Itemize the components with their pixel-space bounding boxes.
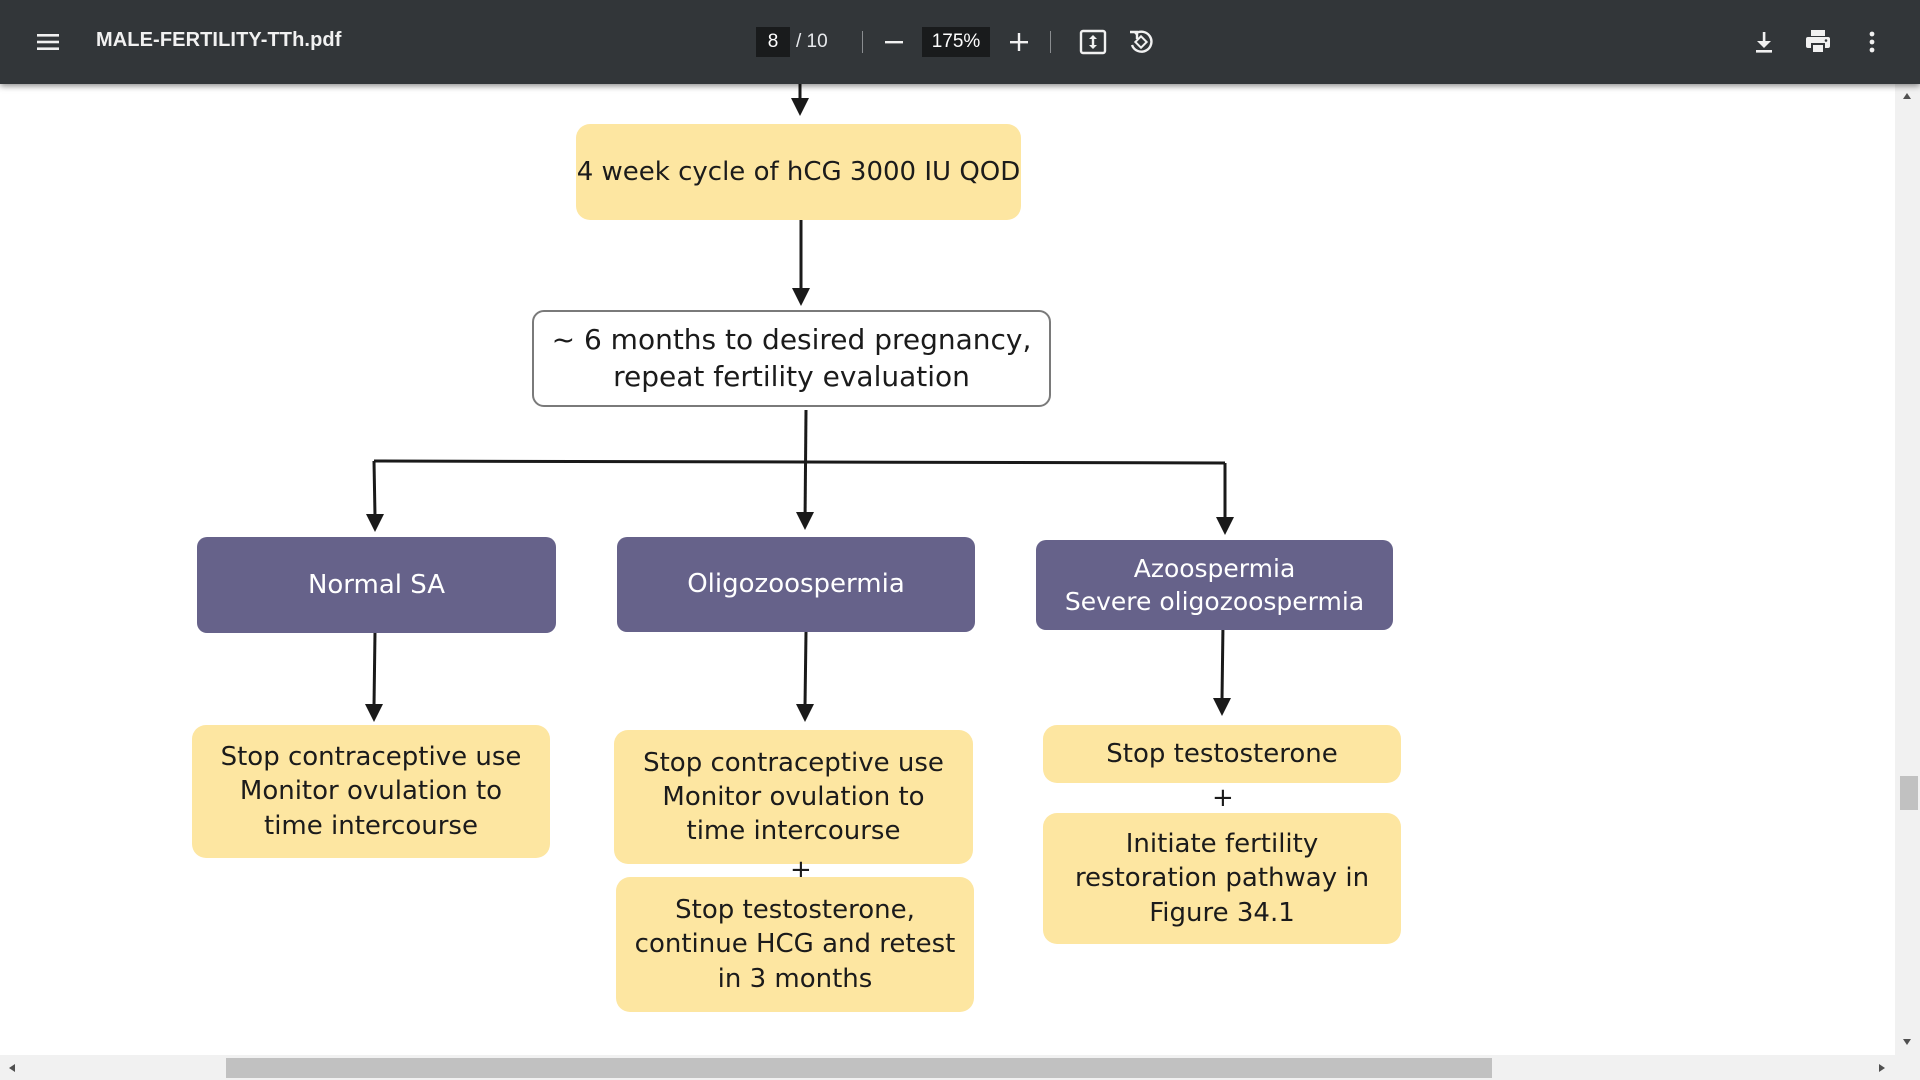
branch-normal-sa: Normal SA [197, 537, 556, 633]
arrowhead [1216, 517, 1234, 535]
flow-step-hcg-cycle: 4 week cycle of hCG 3000 IU QOD [576, 124, 1021, 220]
print-icon [1806, 30, 1830, 53]
vertical-scrollbar[interactable] [1895, 84, 1920, 1055]
scroll-right-button[interactable] [1873, 1059, 1891, 1077]
toolbar-divider [1050, 31, 1051, 53]
flow-step-repeat-evaluation-text: ~ 6 months to desired pregnancy, repeat … [551, 322, 1032, 393]
action-azoo-stop-testosterone-text: Stop testosterone [1106, 738, 1338, 769]
flow-step-hcg-cycle-text: 4 week cycle of hCG 3000 IU QOD [576, 156, 1021, 187]
action-normal-sa-text: Stop contraceptive use Monitor ovulation… [220, 742, 522, 841]
menu-icon [37, 34, 59, 50]
scroll-down-button[interactable] [1898, 1033, 1916, 1051]
action-oligo-stop-testosterone: Stop testosterone, continue HCG and rete… [616, 877, 974, 1012]
flowchart-connectors [365, 84, 1234, 722]
download-button[interactable] [1744, 22, 1784, 62]
fit-page-button[interactable] [1073, 22, 1113, 62]
branch-azoospermia: Azoospermia Severe oligozoospermia [1036, 540, 1393, 630]
scroll-up-icon [1903, 93, 1911, 99]
document-title: MALE-FERTILITY-TTh.pdf [96, 29, 342, 51]
scroll-left-icon [9, 1064, 15, 1072]
arrowhead [792, 288, 810, 306]
action-azoo-stop-testosterone: Stop testosterone [1043, 725, 1401, 783]
action-oligo-monitor-text: Stop contraceptive use Monitor ovulation… [643, 747, 944, 847]
branch-normal-sa-text: Normal SA [307, 569, 446, 600]
flow-step-repeat-evaluation: ~ 6 months to desired pregnancy, repeat … [532, 310, 1051, 407]
vertical-scroll-thumb[interactable] [1900, 776, 1918, 810]
arrowhead [796, 512, 814, 530]
zoom-in-button[interactable] [999, 22, 1039, 62]
scroll-up-button[interactable] [1898, 87, 1916, 105]
action-normal-sa: Stop contraceptive use Monitor ovulation… [192, 725, 550, 858]
toolbar-divider [862, 31, 863, 53]
print-button[interactable] [1798, 22, 1838, 62]
menu-button[interactable] [28, 22, 68, 62]
horizontal-scroll-thumb[interactable] [226, 1058, 1492, 1078]
action-azoo-fertility-restoration: Initiate fertility restoration pathway i… [1043, 813, 1401, 944]
page-number-input[interactable]: 8 [756, 27, 790, 57]
arrowhead [1213, 698, 1231, 716]
action-oligo-monitor: Stop contraceptive use Monitor ovulation… [614, 730, 973, 864]
fit-page-icon [1079, 29, 1107, 55]
scroll-down-icon [1903, 1039, 1911, 1045]
action-azoo-fertility-restoration-text: Initiate fertility restoration pathway i… [1074, 829, 1370, 928]
more-options-button[interactable] [1852, 22, 1892, 62]
more-options-icon [1869, 31, 1875, 53]
download-icon [1756, 32, 1772, 53]
arrowhead [365, 704, 383, 722]
rotate-icon [1130, 30, 1153, 53]
zoom-level-input[interactable]: 175% [922, 27, 990, 57]
zoom-out-icon [885, 41, 903, 44]
rotate-button[interactable] [1121, 22, 1161, 62]
page-total: / 10 [796, 31, 828, 52]
pdf-toolbar: MALE-FERTILITY-TTh.pdf 8 / 10 175% [0, 0, 1920, 84]
branch-oligozoospermia: Oligozoospermia [617, 537, 975, 632]
branch-azoospermia-text: Azoospermia Severe oligozoospermia [1064, 554, 1365, 616]
arrowhead [791, 98, 809, 116]
action-oligo-stop-testosterone-text: Stop testosterone, continue HCG and rete… [634, 895, 956, 994]
pdf-page-viewport[interactable]: 4 week cycle of hCG 3000 IU QOD ~ 6 mont… [0, 84, 1895, 1055]
zoom-in-icon [1010, 33, 1028, 51]
arrowhead [366, 514, 384, 532]
scroll-left-button[interactable] [3, 1059, 21, 1077]
scroll-right-icon [1879, 1064, 1885, 1072]
arrowhead [796, 704, 814, 722]
plus-sign: + [790, 855, 812, 885]
zoom-out-button[interactable] [874, 22, 914, 62]
branch-oligozoospermia-text: Oligozoospermia [687, 569, 905, 600]
plus-sign: + [1212, 783, 1234, 813]
